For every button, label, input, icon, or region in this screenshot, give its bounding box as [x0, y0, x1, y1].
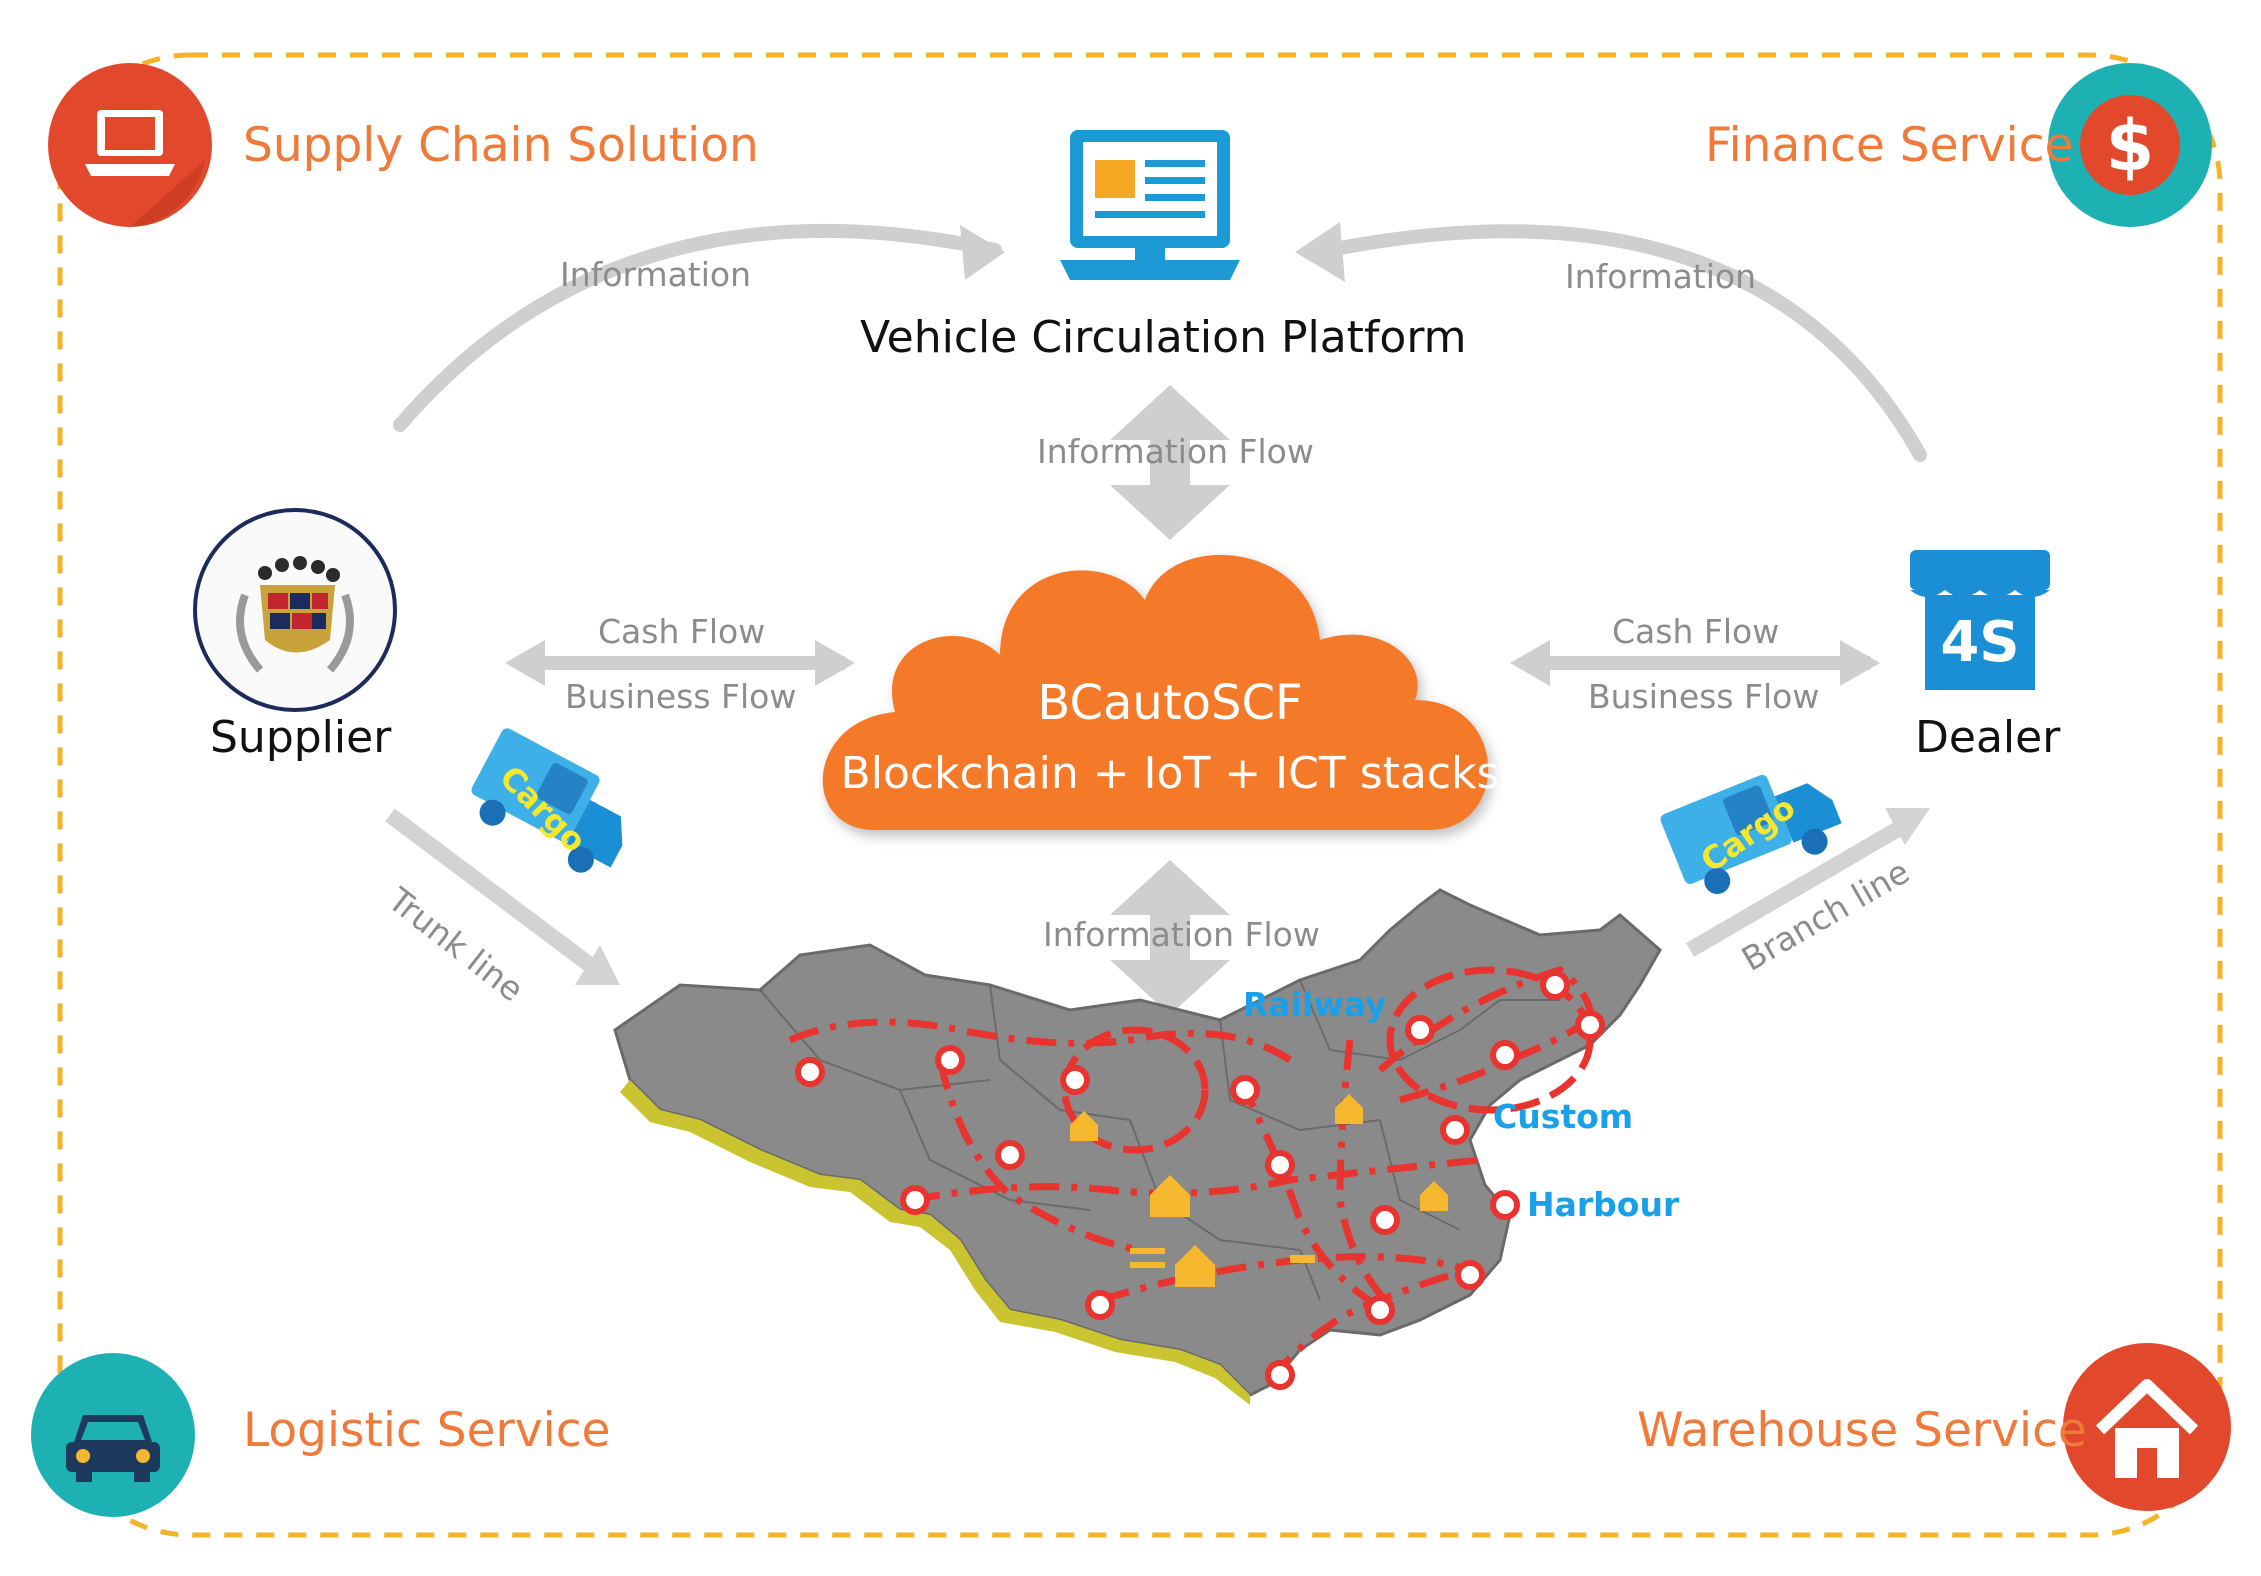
- platform-label: Vehicle Circulation Platform: [860, 312, 1467, 363]
- information-flow-arrow-bottom: [1110, 860, 1230, 1015]
- information-label-right: Information: [1565, 257, 1757, 296]
- information-flow-bottom-label: Information Flow: [1043, 915, 1320, 954]
- left-flow-arrow: [505, 640, 855, 686]
- cargo-truck-icon-left: [425, 715, 655, 945]
- cloud-title: BCautoSCF: [1037, 675, 1303, 731]
- supply-chain-solution-title: Supply Chain Solution: [243, 118, 759, 173]
- house-icon: [2060, 1340, 2235, 1515]
- left-business-flow-label: Business Flow: [565, 677, 797, 716]
- warehouse-service-title: Warehouse Service: [1637, 1403, 2087, 1458]
- information-label-left: Information: [560, 255, 752, 294]
- cargo-truck-icon-right: [1650, 741, 1869, 938]
- cadillac-emblem-icon: [190, 505, 400, 715]
- right-cash-flow-label: Cash Flow: [1612, 612, 1780, 651]
- monitor-icon: [1050, 125, 1250, 285]
- right-flow-arrow: [1510, 640, 1880, 686]
- trunk-line-arrow: [385, 808, 620, 985]
- dealer-label: Dealer: [1915, 712, 2061, 763]
- finance-service-title: Finance Service: [1705, 118, 2074, 173]
- dollar-icon: $: [2045, 60, 2215, 230]
- left-cash-flow-label: Cash Flow: [598, 612, 766, 651]
- cloud-subtitle: Blockchain + IoT + ICT stacks: [840, 748, 1500, 799]
- logistic-service-title: Logistic Service: [243, 1403, 611, 1458]
- right-business-flow-label: Business Flow: [1588, 677, 1820, 716]
- information-flow-arrow-top: [1110, 385, 1230, 540]
- railway-label: Railway: [1243, 985, 1387, 1024]
- laptop-icon: [45, 60, 215, 230]
- bcautoscf-cloud: [822, 554, 1489, 830]
- harbour-label: Harbour: [1527, 1185, 1680, 1224]
- dashed-border: [57, 52, 2223, 1538]
- svg-text:$: $: [2106, 105, 2155, 187]
- store-4s-text: 4S: [1940, 610, 2020, 675]
- information-arrow-left-head: [960, 225, 1005, 280]
- information-arrow-left: [393, 223, 1002, 432]
- information-flow-top-label: Information Flow: [1037, 432, 1314, 471]
- information-arrow-right-head: [1295, 222, 1345, 282]
- china-map: [613, 888, 1662, 1405]
- store-icon: [1905, 545, 2055, 695]
- information-arrow-right: [1333, 224, 1927, 462]
- car-icon: [28, 1350, 198, 1520]
- supplier-label: Supplier: [210, 712, 392, 763]
- branch-line-arrow: [1685, 808, 1930, 957]
- custom-label: Custom: [1493, 1097, 1634, 1136]
